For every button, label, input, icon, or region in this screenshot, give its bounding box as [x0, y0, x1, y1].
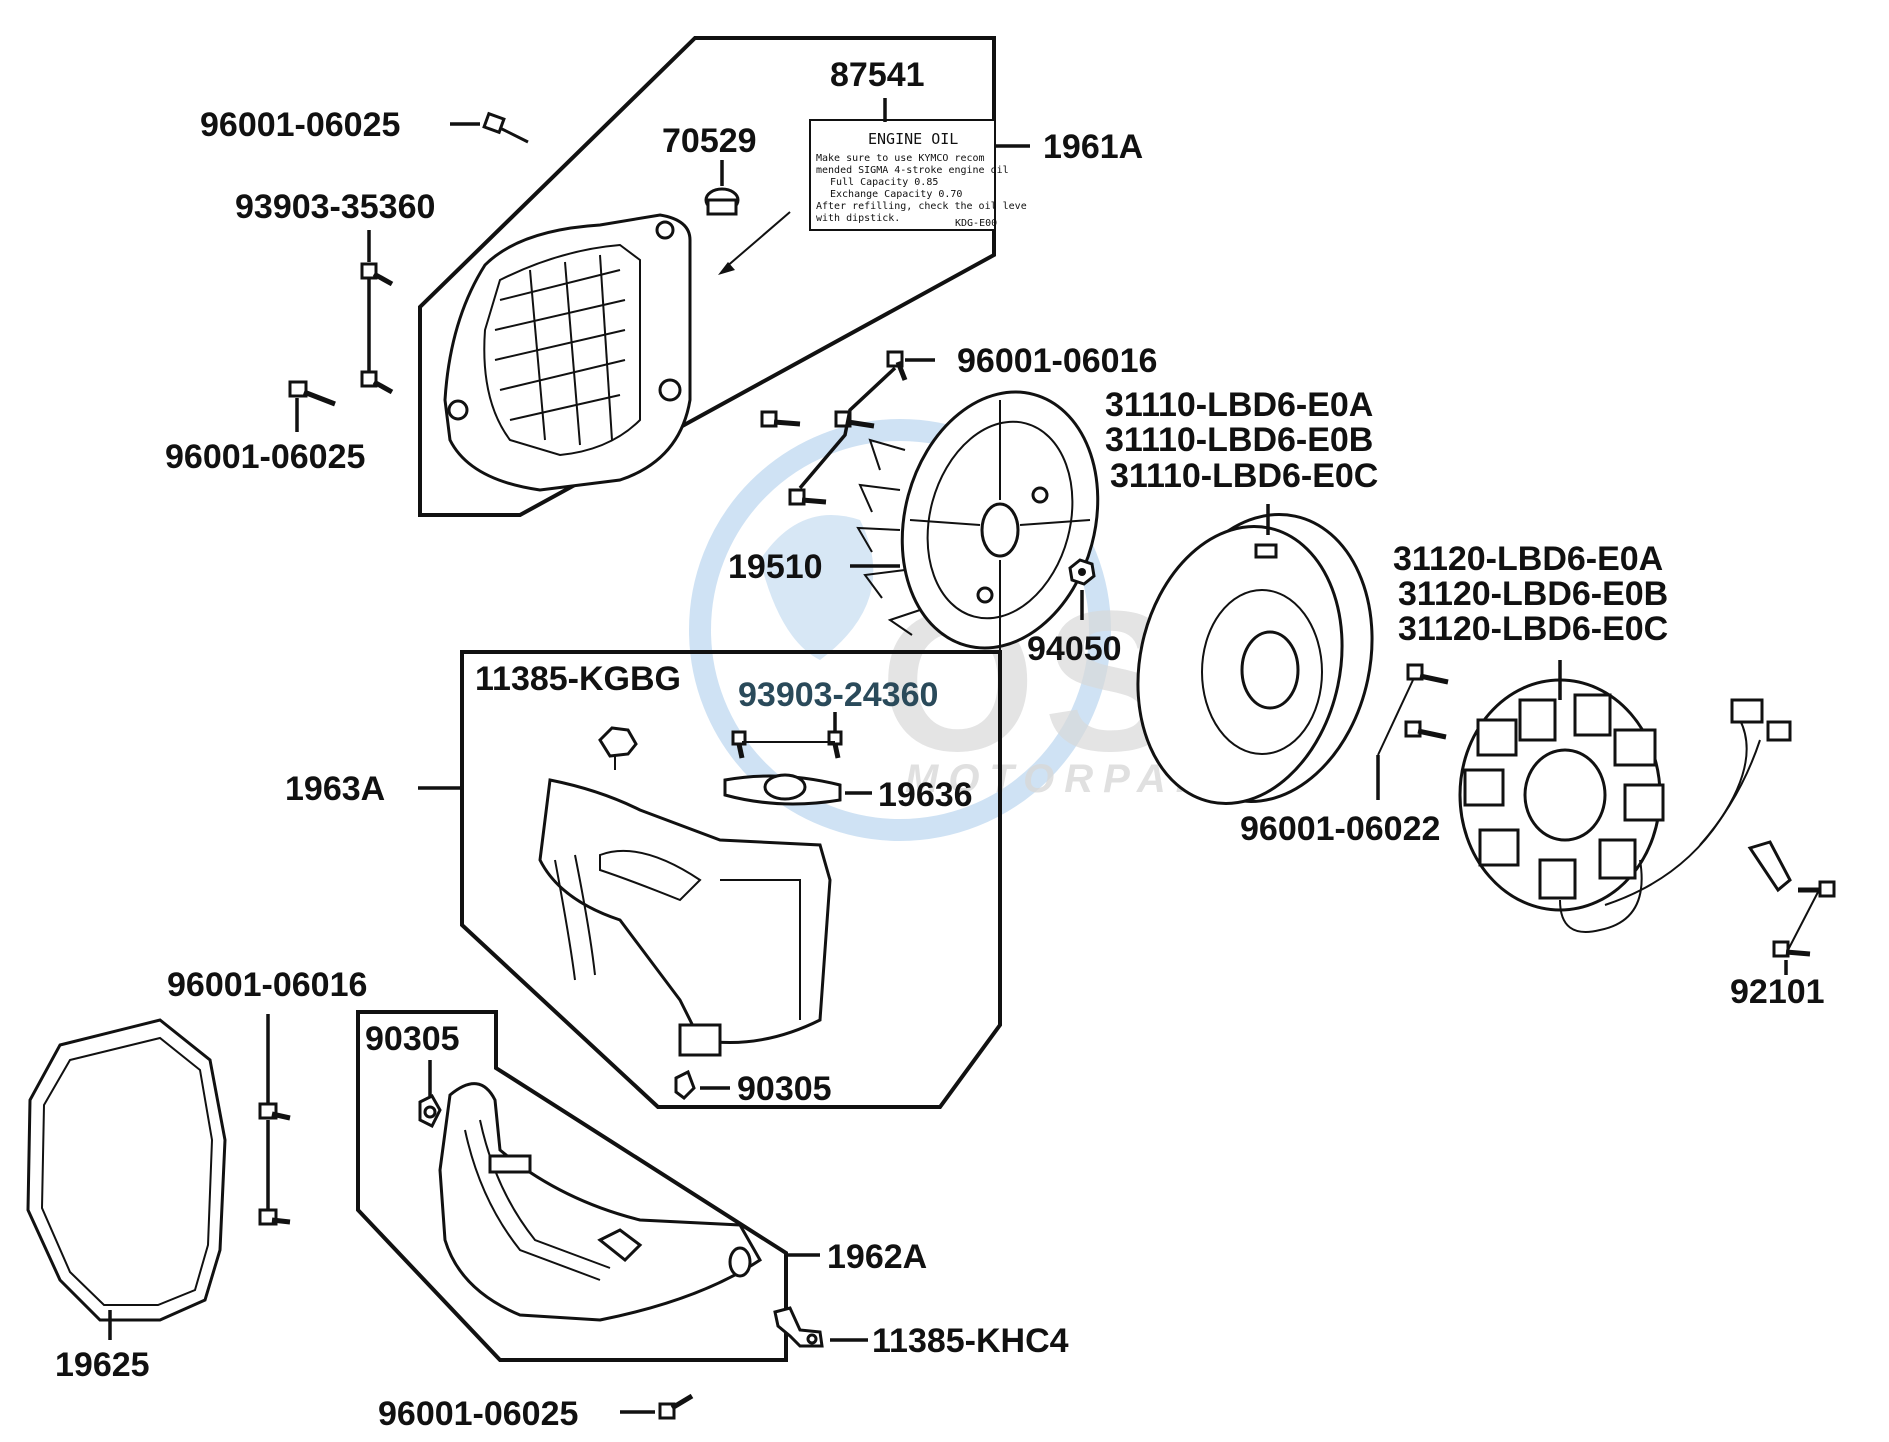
- label-19625: 19625: [55, 1346, 150, 1384]
- screws-93903-24360: [731, 712, 843, 759]
- lower-cover-1962A-part: [438, 1082, 762, 1322]
- label-93903-35360: 93903-35360: [235, 188, 435, 226]
- group-1963A: [418, 650, 1002, 1109]
- label-96001-06022: 96001-06022: [1240, 810, 1440, 848]
- label-11385-KGBG: 11385-KGBG: [475, 660, 681, 698]
- bolt-96001-06025-left: [288, 380, 336, 432]
- nut-94050-part: [1068, 558, 1096, 586]
- gasket-19625-part: [26, 1018, 227, 1322]
- bolt-96001-06025-bottom: [620, 1393, 694, 1420]
- decal-line-1: Make sure to use KYMCO recom: [816, 153, 985, 164]
- bolts-96001-06022: [1376, 663, 1449, 800]
- label-94050: 94050: [1027, 630, 1122, 668]
- stator-part: [1458, 678, 1792, 933]
- label-96001-06025-bottom: 96001-06025: [378, 1395, 578, 1433]
- clip-90305-b-part: [418, 1094, 442, 1129]
- oil-plug-part: [704, 187, 740, 216]
- label-1963A: 1963A: [285, 770, 385, 808]
- label-96001-06016-top: 96001-06016: [957, 342, 1157, 380]
- fan-bolts: [760, 350, 935, 506]
- decal-line-2: mended SIGMA 4-stroke engine oil: [816, 165, 1009, 176]
- clip-90305-a-part: [674, 1069, 696, 1100]
- label-31120-LBD6-E0B: 31120-LBD6-E0B: [1398, 575, 1668, 613]
- bolt-96001-06025-top: [450, 111, 529, 144]
- label-31120-LBD6-E0C: 31120-LBD6-E0C: [1398, 610, 1668, 648]
- seal-19636-part: [723, 773, 842, 806]
- decal-line-5: After refilling, check the oil leve: [816, 201, 1027, 212]
- cooling-fan-part: [856, 390, 1100, 650]
- decal-code: KDG-E00: [955, 218, 997, 229]
- clip-11385-KGBG-part: [598, 726, 638, 770]
- group-1962A: [356, 1010, 820, 1362]
- label-92101: 92101: [1730, 973, 1825, 1011]
- label-31110-LBD6-E0B: 31110-LBD6-E0B: [1105, 421, 1373, 459]
- label-11385-KHC4: 11385-KHC4: [872, 1322, 1069, 1360]
- fan-cover-part: [443, 213, 692, 492]
- decal-line-6: with dipstick.: [816, 213, 900, 224]
- label-70529: 70529: [662, 122, 757, 160]
- shroud-1963A-part: [538, 778, 832, 1057]
- decal-title: ENGINE OIL: [868, 130, 958, 148]
- group-1961A: ENGINE OIL Make sure to use KYMCO recom …: [418, 36, 1030, 517]
- label-19636: 19636: [878, 776, 973, 814]
- label-90305-b: 90305: [365, 1020, 460, 1058]
- label-96001-06025-top: 96001-06025: [200, 106, 400, 144]
- label-1962A: 1962A: [827, 1238, 927, 1276]
- label-87541: 87541: [830, 56, 925, 94]
- bolts-93903-35360: [360, 230, 394, 395]
- decal-line-4: Exchange Capacity 0.70: [830, 189, 962, 200]
- decal-line-3: Full Capacity 0.85: [830, 177, 938, 188]
- label-19510: 19510: [728, 548, 823, 586]
- engine-oil-decal: ENGINE OIL Make sure to use KYMCO recom …: [809, 119, 1027, 231]
- label-93903-24360: 93903-24360: [738, 676, 938, 714]
- label-31120-LBD6-E0A: 31120-LBD6-E0A: [1393, 540, 1663, 578]
- label-1961A: 1961A: [1043, 128, 1143, 166]
- label-96001-06025-left: 96001-06025: [165, 438, 365, 476]
- part-labels: 96001-06025 93903-35360 96001-06025 8754…: [55, 56, 1825, 1433]
- label-31110-LBD6-E0A: 31110-LBD6-E0A: [1105, 386, 1373, 424]
- flywheel-part: [1136, 512, 1374, 806]
- screws-92101: [1772, 880, 1836, 975]
- bolts-96001-06016-left: [258, 1014, 291, 1226]
- label-31110-LBD6-E0C: 31110-LBD6-E0C: [1110, 457, 1378, 495]
- clip-11385-KHC4-part: [773, 1306, 824, 1348]
- label-90305-a: 90305: [737, 1070, 832, 1108]
- label-96001-06016-left: 96001-06016: [167, 966, 367, 1004]
